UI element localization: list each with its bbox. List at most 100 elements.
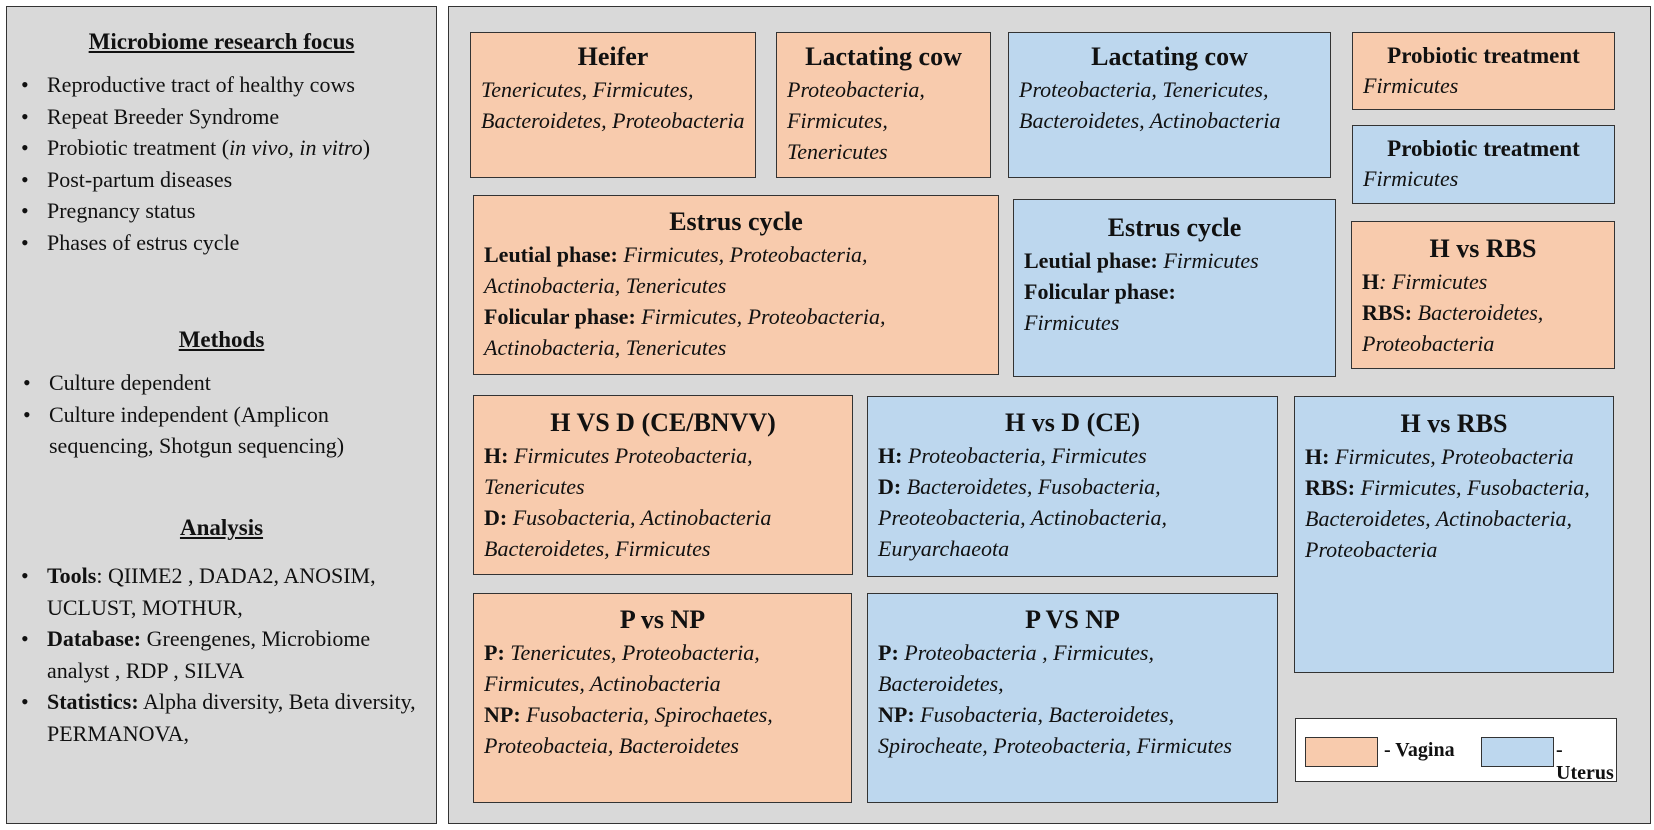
- box-h-vs-d-vagina: H VS D (CE/BNVV) H: Firmicutes Proteobac…: [473, 395, 853, 575]
- box-p-vs-np-vagina: P vs NP P: Tenericutes, Proteobacteria, …: [473, 593, 852, 803]
- box-line: Leutial phase: Firmicutes: [1024, 245, 1325, 276]
- taxa-text: Bacteroidetes, Proteobacteria: [1362, 300, 1544, 356]
- label: D:: [878, 474, 902, 499]
- box-estrus-uterus: Estrus cycle Leutial phase: Firmicutes F…: [1013, 199, 1336, 377]
- text: ): [362, 135, 371, 160]
- box-title: Heifer: [577, 42, 649, 71]
- list-item: Repeat Breeder Syndrome: [17, 101, 432, 133]
- taxa-text: Firmicutes: [1157, 248, 1259, 273]
- taxa-text: Tenericutes, Firmicutes, Bacteroidetes, …: [481, 77, 745, 133]
- text: Alpha diversity, Beta diversity, PERMANO…: [47, 689, 416, 746]
- label: NP:: [484, 702, 521, 727]
- taxa-text: Firmicutes, Proteobacteria, Actinobacter…: [484, 304, 886, 360]
- box-title: H VS D (CE/BNVV): [550, 408, 776, 437]
- label: H: [1362, 269, 1380, 294]
- list-item: Reproductive tract of healthy cows: [17, 69, 432, 101]
- text: in vitro: [299, 135, 363, 160]
- box-probiotic-vagina: Probiotic treatment Firmicutes: [1352, 32, 1615, 110]
- label: H:: [878, 443, 903, 468]
- taxa-text: Firmicutes, Proteobacteria: [1329, 444, 1574, 469]
- box-line: Leutial phase: Firmicutes, Proteobacteri…: [484, 239, 988, 301]
- box-title: P vs NP: [619, 605, 706, 634]
- box-line: P: Tenericutes, Proteobacteria, Firmicut…: [484, 637, 841, 699]
- legend-swatch-vagina: [1305, 737, 1378, 767]
- label: Tools: [47, 563, 97, 588]
- focus-list: Reproductive tract of healthy cows Repea…: [17, 69, 432, 258]
- box-title: H vs RBS: [1429, 234, 1537, 263]
- taxa-text: Firmicutes: [1363, 166, 1459, 191]
- list-item: Statistics: Alpha diversity, Beta divers…: [17, 686, 417, 749]
- taxa-text: Proteobacteria, Firmicutes: [902, 443, 1147, 468]
- label: P:: [484, 640, 505, 665]
- label: Folicular phase:: [484, 304, 636, 329]
- analysis-title: Analysis: [179, 515, 264, 540]
- left-panel: Microbiome research focus Reproductive t…: [6, 6, 437, 824]
- box-line: D: Bacteroidetes, Fusobacteria, Preoteob…: [878, 471, 1267, 564]
- list-item: Pregnancy status: [17, 195, 432, 227]
- box-p-vs-np-uterus: P VS NP P: Proteobacteria , Firmicutes, …: [867, 593, 1278, 803]
- box-title: Estrus cycle: [669, 207, 803, 236]
- taxa-text: Proteobacteria , Firmicutes, Bacteroidet…: [878, 640, 1154, 696]
- list-item: Database: Greengenes, Microbiome analyst…: [17, 623, 417, 686]
- box-line: Folicular phase: Firmicutes, Proteobacte…: [484, 301, 988, 363]
- analysis-list: Tools: QIIME2 , DADA2, ANOSIM, UCLUST, M…: [17, 560, 417, 749]
- list-item: Probiotic treatment (in vivo, in vitro): [17, 132, 432, 164]
- taxa-text: Fusobacteria, Actinobacteria Bacteroidet…: [484, 505, 772, 561]
- box-title: P VS NP: [1025, 605, 1120, 634]
- label: Database:: [47, 626, 142, 651]
- box-line: P: Proteobacteria , Firmicutes, Bacteroi…: [878, 637, 1267, 699]
- taxa-text: Proteobacteria, Tenericutes, Bacteroidet…: [1019, 77, 1281, 133]
- box-probiotic-uterus: Probiotic treatment Firmicutes: [1352, 125, 1615, 204]
- box-lactating-vagina: Lactating cow Proteobacteria, Firmicutes…: [776, 32, 991, 178]
- label: RBS:: [1362, 300, 1413, 325]
- box-line: D: Fusobacteria, Actinobacteria Bacteroi…: [484, 502, 842, 564]
- box-line: H: Firmicutes: [1362, 266, 1604, 297]
- text: Greengenes, Microbiome analyst , RDP , S…: [47, 626, 371, 683]
- legend-label-vagina: - Vagina: [1384, 739, 1455, 761]
- list-item: Tools: QIIME2 , DADA2, ANOSIM, UCLUST, M…: [17, 560, 417, 623]
- label: D:: [484, 505, 508, 530]
- box-estrus-vagina: Estrus cycle Leutial phase: Firmicutes, …: [473, 195, 999, 375]
- box-line: H: Proteobacteria, Firmicutes: [878, 440, 1267, 471]
- legend: - Vagina - Uterus: [1295, 718, 1617, 784]
- box-title: Estrus cycle: [1107, 213, 1242, 242]
- box-line: NP: Fusobacteria, Bacteroidetes, Spiroch…: [878, 699, 1267, 761]
- taxa-text: Firmicutes: [1024, 310, 1120, 335]
- box-title: H vs RBS: [1400, 409, 1508, 438]
- box-title: Probiotic treatment: [1387, 136, 1580, 161]
- box-title: Lactating cow: [1091, 42, 1248, 71]
- text: in vivo: [229, 135, 289, 160]
- label: RBS:: [1305, 475, 1356, 500]
- label: Leutial phase:: [484, 242, 618, 267]
- taxa-text: : Firmicutes: [1379, 269, 1488, 294]
- box-title: Probiotic treatment: [1387, 43, 1580, 68]
- text: ,: [288, 135, 300, 160]
- focus-title: Microbiome research focus: [88, 29, 355, 54]
- box-title: H vs D (CE): [1004, 408, 1141, 437]
- box-h-vs-rbs-uterus: H vs RBS H: Firmicutes, Proteobacteria R…: [1294, 396, 1614, 673]
- taxa-text: Firmicutes, Fusobacteria, Bacteroidetes,…: [1305, 475, 1590, 562]
- list-item: Phases of estrus cycle: [17, 227, 432, 259]
- legend-swatch-uterus: [1481, 737, 1554, 767]
- list-item: Culture dependent: [19, 367, 424, 399]
- box-line: RBS: Firmicutes, Fusobacteria, Bacteroid…: [1305, 472, 1603, 565]
- methods-list: Culture dependent Culture independent (A…: [19, 367, 424, 462]
- label: H:: [1305, 444, 1330, 469]
- list-item: Post-partum diseases: [17, 164, 432, 196]
- label: Leutial phase:: [1024, 248, 1158, 273]
- list-item: Culture independent (Amplicon sequencing…: [19, 399, 424, 462]
- taxa-text: Proteobacteria, Firmicutes, Tenericutes: [787, 77, 925, 164]
- taxa-text: Bacteroidetes, Fusobacteria, Preoteobact…: [878, 474, 1167, 561]
- taxa-text: Tenericutes, Proteobacteria, Firmicutes,…: [484, 640, 760, 696]
- box-h-vs-d-uterus: H vs D (CE) H: Proteobacteria, Firmicute…: [867, 396, 1278, 577]
- box-line: H: Firmicutes Proteobacteria, Tenericute…: [484, 440, 842, 502]
- text: : QIIME2 , DADA2, ANOSIM, UCLUST, MOTHUR…: [47, 563, 376, 620]
- taxa-text: Fusobacteria, Bacteroidetes, Spirocheate…: [878, 702, 1232, 758]
- box-line: RBS: Bacteroidetes, Proteobacteria: [1362, 297, 1604, 359]
- box-line: H: Firmicutes, Proteobacteria: [1305, 441, 1603, 472]
- text: Probiotic treatment (: [47, 135, 230, 160]
- box-h-vs-rbs-vagina: H vs RBS H: Firmicutes RBS: Bacteroidete…: [1351, 221, 1615, 369]
- taxa-text: Firmicutes, Proteobacteria, Actinobacter…: [484, 242, 868, 298]
- methods-title: Methods: [178, 327, 265, 352]
- box-title: Lactating cow: [805, 42, 962, 71]
